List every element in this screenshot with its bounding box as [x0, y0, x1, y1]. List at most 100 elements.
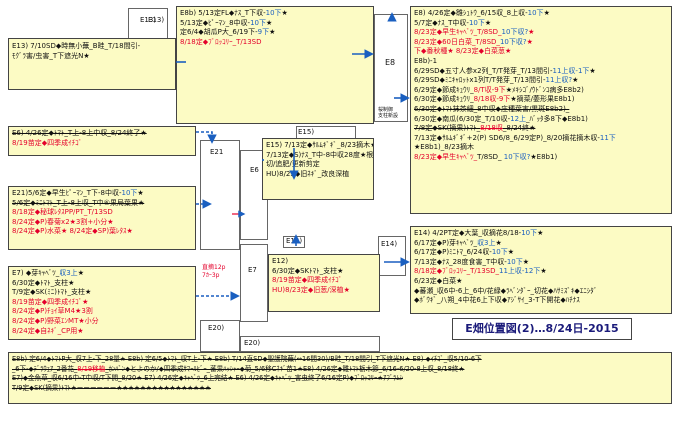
- e14_right-line: ◆蕃瀬_収6中-6上_6中/花緑◆ﾗﾍﾞﾝﾀﾞｰ_切花◆ﾊｻﾐｽﾞｷ◆ｴﾆｼﾀﾞ: [414, 287, 668, 297]
- e8_right-text: 7/8定◆SK(摘果)ﾄﾏﾄ_: [414, 124, 481, 133]
- note-e7: E7) ◆芽ｷｬﾍﾞﾂ_収3上★6/30定◆ﾄﾏﾄ_支柱★T/9定◆SK(ﾐﾆ)…: [8, 266, 196, 340]
- plot-label-e20b: E20): [244, 339, 261, 347]
- plot-label-e8: E8: [385, 58, 396, 67]
- e14_right-line: E14) 4/2PT定◆大葉_収摘花8/18-10下★: [414, 229, 668, 239]
- e8b_top-line: 5/13定◆ﾋﾟｰﾏﾝ_8中収-10下★: [180, 19, 370, 29]
- e12_mid-line: 6/30定◆SKﾄﾏﾄ_支柱★: [272, 267, 376, 277]
- e15_mid-line: E15) 7/13定◆ｻﾙﾑｷﾞｷﾞ_8/23摘木★: [266, 141, 373, 151]
- e8_right-text: ★: [484, 18, 492, 27]
- e8_right-text: 6/30定◆節成ｷｭｳﾘ_: [414, 95, 474, 104]
- e8_right-text: 11下: [599, 133, 616, 142]
- e14_right-line: 6/23定◆白菜★: [414, 277, 668, 287]
- e8_right-text: 10下: [527, 9, 544, 17]
- e14_right-text: E14) 4/2PT定◆大葉_収摘花8/18-: [414, 229, 522, 237]
- e14_right-line: 6/17定◆P)ﾐﾆﾄﾏ_6/24収-10下★: [414, 248, 668, 258]
- e8_right-line: E8b)-1: [414, 57, 668, 67]
- e8b_top-text: 8/18定◆ﾌﾞﾛｯｺﾘｰ_T/13SD: [180, 37, 262, 46]
- note-e8: E8) 4/26定◆雛ｼｭﾄｳ_6/15収_8上収-10下★5/7定◆ﾅｽ_T中…: [410, 6, 672, 214]
- plot-e8: [374, 14, 408, 122]
- e14_right-text: 6/17定◆P)芽ｷｬﾍﾞﾂ_: [414, 238, 478, 247]
- e8_right-text: 下◆番秋種★ 8/23定◆白菜葱★: [414, 47, 512, 56]
- e8_right-line: ★E8b1)_8/23摘木: [414, 143, 668, 153]
- e8_right-text: 8/18収: [480, 124, 503, 133]
- bottom-text: E8b) T/14直SD◆聖護院蕪(↔16間30)/B畦_T/18間引_T下遮光…: [212, 355, 482, 363]
- e7_left-line: E7) ◆芽ｷｬﾍﾞﾂ_収3上★: [12, 269, 192, 279]
- e12_mid-line: HU)8/23定◆旧葱/深植★: [272, 286, 376, 296]
- e8b_top-text: 5/13定◆ﾋﾟｰﾏﾝ_8中収-: [180, 18, 251, 27]
- plot-e21: [200, 140, 240, 250]
- plot-label-e7: E7: [248, 266, 257, 274]
- e21_left-line: 8/24定◆P)春菊x2★3割+小分★: [12, 218, 192, 228]
- e8_right-text: 8/T収-9下: [473, 85, 506, 94]
- e8_right-text: ★: [543, 9, 550, 17]
- e8_right-text: 8/18収-9下: [473, 95, 511, 104]
- e8_right-text: 8/23定◆早生ｷｬﾍﾞﾂ_T/8SD_: [414, 28, 502, 37]
- e14_right-text: 10下: [506, 257, 523, 266]
- e8_right-text: ★: [526, 37, 533, 46]
- e8_right-line: 下◆番秋種★ 8/23定◆白菜葱★: [414, 47, 668, 57]
- bottom-text: 8/19移植: [77, 364, 106, 373]
- plot-e7: [240, 244, 268, 322]
- e8_right-text: 10下収?: [501, 28, 529, 37]
- e8_right-line: 6/29SD◆五寸人参x2列_T/T発芽_T/13間引-11上収-1下★: [414, 67, 668, 77]
- e14_right-text: 11上収-12下: [498, 267, 541, 276]
- e14_right-text: ◆蕃瀬_収6中-6上_6中/花緑◆ﾗﾍﾞﾝﾀﾞｰ_切花◆ﾊｻﾐｽﾞｷ◆ｴﾆｼﾀﾞ: [414, 286, 598, 295]
- bottom-text: E6) 4/26定◆ｷｬﾍﾞﾂ_害虫終了6/16定P)◆ﾌﾞﾛｯｺﾘｰ★ｱﾌﾞﾗ…: [233, 374, 403, 383]
- note-e14: E14) 4/2PT定◆大葉_収摘花8/18-10下★6/17定◆P)芽ｷｬﾍﾞ…: [410, 226, 672, 314]
- bottom-text: _ｶﾝﾊﾞﾝ◆とよのか/◆四季成ｻﾏｰﾙﾋﾞｰ_蕃果ﾊｯｼｬｰ◆菊_5/6移Cﾈ…: [105, 364, 465, 373]
- e8b_top-text: ★: [266, 18, 273, 27]
- e12_mid-line: 8/19苗定◆四季成ｲﾁｺﾞ: [272, 276, 376, 286]
- e15_mid-text: E15) 7/13定◆ｻﾙﾑｷﾞｷﾞ_8/23摘木★: [266, 141, 374, 149]
- e14_right-line: ◆ﾎﾞｳｷﾞ_八朔_4中花6上下収◆ｱｼﾞｻｲ_3-T下開花◆ﾊﾁﾅｽ: [414, 296, 668, 306]
- e8_right-text: 10下収?: [499, 37, 527, 46]
- e14_right-text: 収3上: [477, 238, 496, 247]
- e8_right-line: 7/8定◆SK(摘果)ﾄﾏﾄ_8/18収_8/24終★: [414, 124, 668, 134]
- e8_right-text: ★E8b1)_8/23摘木: [414, 143, 474, 152]
- e8_right-line: E8) 4/26定◆雛ｼｭﾄｳ_6/15収_8上収-10下★: [414, 9, 668, 19]
- e6_left-text: 8/19苗定◆四季成ｲﾁｺﾞ: [12, 138, 83, 147]
- bottom-text: E8b) 定6/4◆ﾄﾏﾄP大_収7上-下_28量★: [12, 355, 128, 363]
- e8_right-text: 12上: [510, 114, 527, 123]
- e15_mid-text: 切/追肥/更新剪定: [266, 160, 320, 169]
- e21_left-text: 10下: [121, 189, 138, 197]
- plot-label-e15: E15): [298, 128, 315, 136]
- e8_right-text: ★摘菜/萎形果E8b1): [510, 95, 575, 104]
- e8_right-line: 8/23定◆早生ｷｬﾍﾞﾂ_T/8SD_ 10下収?★E8b1): [414, 153, 668, 163]
- e15_mid-text: HU)8/23◆旧ﾈｷﾞ_改良深植: [266, 169, 350, 178]
- e14_right-text: 8/18定◆ﾌﾞﾛｯｺﾘｰ_T/13SD_: [414, 267, 499, 276]
- bottom-line: E8b) 定6/4◆ﾄﾏﾄP大_収7上-下_28量★ E8b) 定6/5◆ﾄﾏﾄ…: [12, 355, 668, 365]
- e8_right-line: 6/30定◆ﾄﾏﾄ抹茶細_8中収◆庄種葉害/黒斑E8b2)_: [414, 105, 668, 115]
- plot-e20: [200, 320, 240, 352]
- e14_right-text: ★: [522, 257, 530, 266]
- bottom-line: E7)◆金魚草_収6/16中-T中収/T下開_8/20★ E7) 4/26定◆ｷ…: [12, 374, 668, 384]
- e12_mid-text: 8/19苗定◆四季成ｲﾁｺﾞ: [272, 276, 343, 285]
- e21_left-text: 5/6定◆ﾐﾆﾄﾏﾄ_T上-8上収_T中⑥果局葉果★: [12, 198, 145, 207]
- e21_left-line: E21)5/6定◆早生ﾋﾟｰﾏﾝ_T下-8中収-10下★: [12, 189, 192, 199]
- e7_left-text: 8/24定◆自ﾈｷﾞ_CP用★: [12, 326, 84, 335]
- plot-note-e8: 桜制御 支柱新設: [378, 107, 399, 119]
- e8_right-text: ★: [572, 76, 579, 85]
- e8_right-text: 8/23定◆早生ｷｬﾍﾞﾂ_: [414, 152, 478, 161]
- e8b_top-text: ★: [281, 9, 288, 17]
- note-bottom: E8b) 定6/4◆ﾄﾏﾄP大_収7上-下_28量★ E8b) 定6/5◆ﾄﾏﾄ…: [8, 352, 672, 404]
- e14_right-text: 6/23定◆白菜★: [414, 276, 463, 285]
- map-title: E畑位置図(2)…8/24日-2015: [452, 318, 632, 340]
- bottom-text: T/9定◆SK(摘果)ﾄﾏﾄ★ーーーーーー★★★★★★★★★★★★★★★★: [12, 383, 211, 392]
- e8b_top-text: 定6/4◆胡瓜P大_6/19下-: [180, 28, 258, 37]
- e6_left-line: 8/19苗定◆四季成ｲﾁｺﾞ: [12, 139, 192, 149]
- e21_left-text: E21)5/6定◆早生ﾋﾟｰﾏﾝ_T下-8中収-: [12, 189, 122, 197]
- e12_mid-text: E12): [272, 257, 289, 265]
- e8_right-text: ★E8b1): [530, 152, 558, 161]
- e7_left-text: 8/19苗定◆四季成ｲﾁｺﾞ★: [12, 297, 89, 306]
- e8_right-line: 7/13定◆ｻﾙﾑｷﾞｷﾞ+2(P) SD6/8_6/29定P)_8/20摘花摘…: [414, 134, 668, 144]
- e14_right-text: ◆ﾎﾞｳｷﾞ_八朔_4中花6上下収◆ｱｼﾞｻｲ_3-T下開花◆ﾊﾁﾅｽ: [414, 296, 580, 305]
- e7_left-line: 8/24定◆P)ﾁｮｲ草M4★3割: [12, 307, 192, 317]
- e7_left-line: T/9定◆SK(ﾐﾆ)ﾄﾏﾄ_支柱★: [12, 288, 192, 298]
- bottom-line: T/9定◆SK(摘果)ﾄﾏﾄ★ーーーーーー★★★★★★★★★★★★★★★★: [12, 384, 668, 394]
- e13_left-text: ﾓｸﾞﾗ害/虫害_T下遮光N★: [12, 51, 90, 60]
- e14_right-text: ★: [507, 248, 515, 257]
- e8b_top-text: 9下: [257, 28, 270, 37]
- e8_right-text: 6/30定◆南瓜(6/30定_T/10収-: [414, 114, 511, 123]
